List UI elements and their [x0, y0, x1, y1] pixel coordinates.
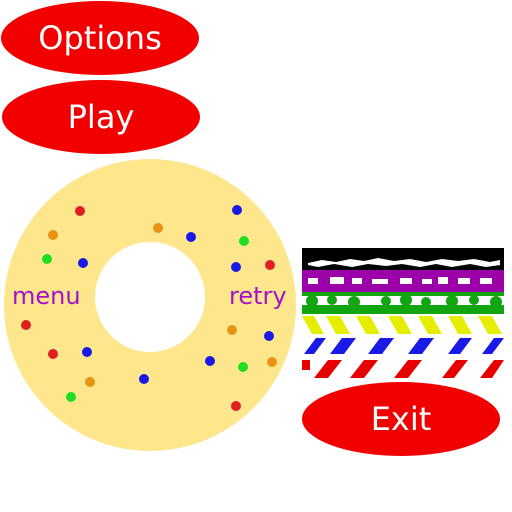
- options-button-label: Options: [38, 19, 162, 57]
- stripe-texture: [400, 278, 412, 284]
- stripe-band-red: [302, 360, 504, 378]
- sprinkle: [139, 374, 149, 384]
- sprinkle: [75, 206, 85, 216]
- retry-link[interactable]: retry: [229, 282, 287, 310]
- sprinkle: [265, 260, 275, 270]
- play-button[interactable]: Play: [2, 80, 200, 154]
- stripe-band-blue: [304, 338, 504, 354]
- play-button-label: Play: [67, 98, 135, 136]
- stripe-texture: [438, 277, 448, 284]
- stripe-texture: [330, 277, 344, 284]
- sprinkle: [48, 349, 58, 359]
- sprinkle: [231, 401, 241, 411]
- stripe-band-black: [302, 248, 504, 270]
- sprinkle: [264, 331, 274, 341]
- stripe-texture: [469, 295, 479, 305]
- sprinkle: [231, 262, 241, 272]
- sprinkle: [186, 232, 196, 242]
- stripe-texture: [372, 279, 388, 284]
- menu-link[interactable]: menu: [12, 282, 81, 310]
- stripe-texture: [421, 297, 431, 307]
- stripe-texture: [306, 295, 318, 307]
- sprinkle: [48, 230, 58, 240]
- stripe-texture: [381, 296, 391, 306]
- sprinkle: [227, 325, 237, 335]
- stripe-texture: [446, 295, 458, 307]
- sprinkle: [66, 392, 76, 402]
- color-stripes-pattern: [302, 248, 504, 383]
- sprinkle: [238, 362, 248, 372]
- stripe-texture: [458, 278, 470, 284]
- sprinkle: [82, 347, 92, 357]
- sprinkle: [267, 357, 277, 367]
- sprinkle: [78, 258, 88, 268]
- stripe-band-yellow: [302, 316, 502, 334]
- donut-graphic: [4, 159, 296, 451]
- stripe-texture: [308, 258, 500, 267]
- donut-hole: [95, 242, 205, 352]
- options-button[interactable]: Options: [1, 1, 199, 75]
- stripe-texture: [400, 294, 412, 306]
- sprinkle: [85, 377, 95, 387]
- sprinkle: [153, 223, 163, 233]
- stripe-texture: [352, 278, 362, 284]
- stripe-texture: [490, 296, 502, 308]
- sprinkle: [21, 320, 31, 330]
- stripe-texture: [348, 296, 360, 308]
- sprinkle: [42, 254, 52, 264]
- exit-button[interactable]: Exit: [302, 382, 500, 456]
- exit-button-label: Exit: [370, 400, 432, 438]
- sprinkle: [232, 205, 242, 215]
- stripe-texture: [480, 278, 492, 284]
- stripe-texture: [308, 278, 318, 284]
- sprinkle: [239, 236, 249, 246]
- sprinkle: [205, 356, 215, 366]
- stripe-texture: [422, 279, 432, 284]
- stripe-texture: [327, 295, 337, 305]
- stripe-band-blue-bg: [302, 336, 504, 358]
